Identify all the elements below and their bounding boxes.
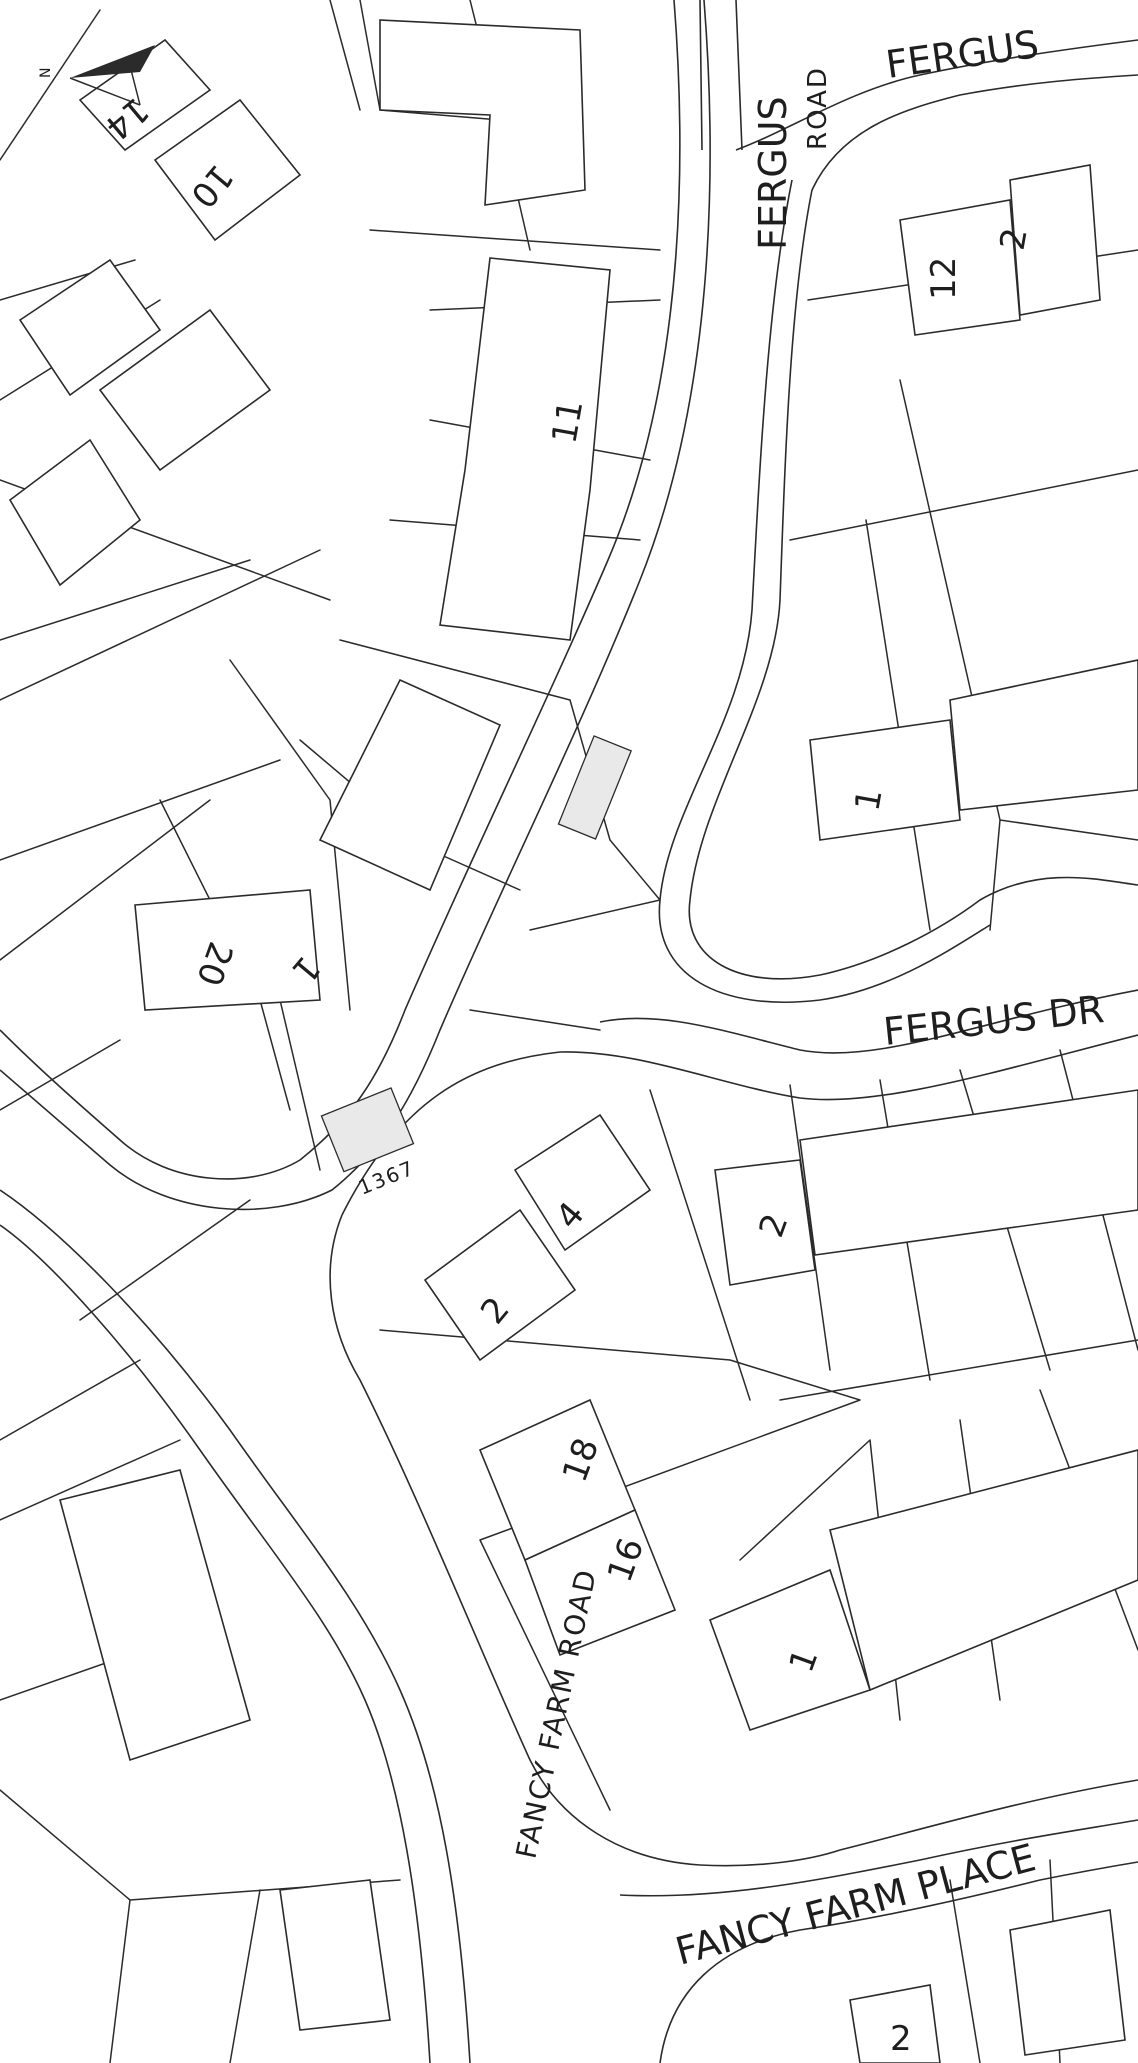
- north-arrow: N: [38, 45, 155, 106]
- building-11: [439, 257, 611, 641]
- building-top-a: [379, 19, 586, 206]
- house-number-11: 11: [544, 397, 591, 447]
- building-16: [523, 1508, 677, 1657]
- street-label-fergus-vertical: FERGUS: [751, 96, 795, 250]
- hatched-plot-1367: [320, 1087, 415, 1173]
- house-number-12: 12: [924, 257, 964, 300]
- north-arrow-label: N: [38, 68, 54, 78]
- fancy-farm-place-south-edge: [619, 1819, 1138, 1897]
- fancy-farm-road-west-edge-2: [0, 1224, 431, 2063]
- building-left-a: [18, 258, 162, 397]
- building-cul-1: [809, 719, 961, 841]
- building-4: [513, 1113, 652, 1252]
- fancy-farm-place-north-edge: [839, 1779, 1138, 1851]
- building-cul-b: [949, 659, 1138, 811]
- fancy-farm-road-east-edge: [329, 1214, 841, 1867]
- hatched-plot-north: [557, 735, 632, 840]
- building-12: [899, 199, 1021, 336]
- building-bottom-b: [1009, 1909, 1126, 2056]
- fergus-drive-south-edge: [341, 1034, 1138, 1216]
- building-mid-a: [318, 678, 502, 892]
- building-west-low: [59, 1469, 251, 1762]
- building-east-top: [1009, 164, 1101, 316]
- fergus-road-spur-north: [699, 0, 743, 151]
- north-arrow-icon: [70, 45, 155, 78]
- street-label-road-handwritten: ROAD: [803, 66, 833, 150]
- fergus-road-east-edge: [0, 0, 711, 1211]
- fergus-road-west-edge: [0, 0, 681, 1180]
- building-2-right: [714, 1159, 816, 1286]
- fergus-road-east-leg-outer: [735, 39, 1138, 151]
- building-bottom-a: [279, 1879, 391, 2031]
- house-number-2-bottom: 2: [890, 2019, 912, 2059]
- building-row-low: [829, 1449, 1138, 1692]
- building-10: [153, 98, 302, 242]
- building-row-right: [799, 1089, 1138, 1256]
- building-20: [134, 889, 321, 1011]
- building-left-c: [8, 438, 142, 587]
- building-2-mid: [423, 1208, 577, 1362]
- cul-de-sac-inner: [658, 179, 991, 1004]
- building-bottom-c: [849, 1984, 941, 2063]
- building-left-b: [98, 308, 272, 472]
- buildings: [8, 19, 1138, 2063]
- cul-de-sac-loop: [688, 189, 1138, 980]
- fergus-road-east-leg-inner: [811, 74, 1138, 191]
- fancy-farm-place-turn: [659, 1861, 1138, 2063]
- fancy-farm-road-west-edge: [0, 1189, 471, 2063]
- fergus-drive-north-edge: [599, 989, 1138, 1054]
